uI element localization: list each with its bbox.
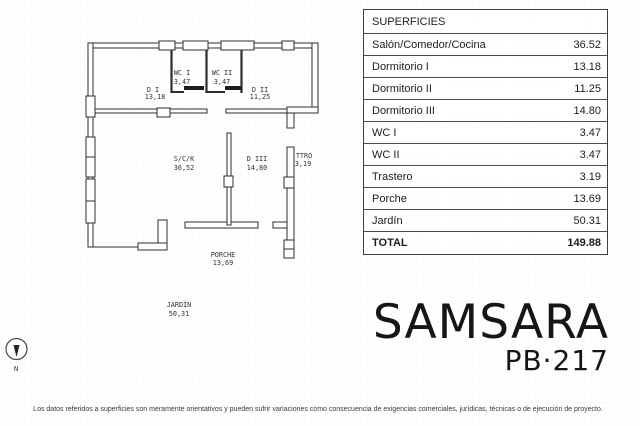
row-value: 36.52 <box>573 38 601 51</box>
wall-right-upper <box>311 42 319 114</box>
room-area-d3: 14,80 <box>247 164 267 172</box>
branding-block: SAMSARA PB·217 <box>373 299 609 375</box>
room-label-wc1: WC I <box>174 69 190 77</box>
wall-outline <box>87 42 319 259</box>
table-header-label: SUPERFICIES <box>372 15 446 28</box>
row-label: Jardín <box>372 214 403 227</box>
window-left-1 <box>85 95 96 118</box>
table-row: Porche 13.69 <box>364 187 607 209</box>
brand-model-code: PB·217 <box>504 344 609 377</box>
wall-sw-horizontal <box>137 242 168 251</box>
table-total-row: TOTAL 149.88 <box>364 231 607 254</box>
table-header-row: SUPERFICIES <box>364 10 607 33</box>
total-label: TOTAL <box>372 237 408 249</box>
table-row: Dormitorio III 14.80 <box>364 99 607 121</box>
room-area-wc1: 3,47 <box>174 78 190 86</box>
row-label: Salón/Comedor/Cocina <box>372 38 486 51</box>
row-value: 3.47 <box>579 148 601 161</box>
windows <box>85 40 295 259</box>
row-label: Trastero <box>372 170 413 183</box>
surfaces-table: SUPERFICIES Salón/Comedor/Cocina 36.52 D… <box>363 9 608 255</box>
room-area-jardin: 50,31 <box>169 310 189 318</box>
window-top-4 <box>281 40 295 51</box>
door-jamb-d2 <box>286 112 295 129</box>
window-top-1 <box>158 40 176 51</box>
row-value: 11.25 <box>574 82 601 95</box>
row-label: Dormitorio II <box>372 82 432 95</box>
wall-d1-south <box>92 108 208 114</box>
compass-north-label: N <box>14 365 18 373</box>
row-label: Porche <box>372 192 407 205</box>
table-row: Salón/Comedor/Cocina 36.52 <box>364 33 607 55</box>
table-row: WC I 3.47 <box>364 121 607 143</box>
room-label-porche: PORCHE <box>211 251 236 259</box>
wc-partitions <box>170 48 243 93</box>
room-area-porche: 13,69 <box>213 259 233 267</box>
table-row: Dormitorio II 11.25 <box>364 77 607 99</box>
room-label-d2: D II <box>252 86 268 94</box>
table-row: Dormitorio I 13.18 <box>364 55 607 77</box>
floor-plan: WC I 3,47 WC II 3,47 D I 13,18 D II 11,2… <box>5 40 319 373</box>
wall-porch-a <box>184 221 259 229</box>
room-area-ttro: 3,19 <box>295 160 311 168</box>
room-label-sck: S/C/K <box>174 155 195 163</box>
room-area-sck: 36,52 <box>174 164 194 172</box>
window-top-2 <box>182 40 209 51</box>
window-right-1 <box>283 176 295 189</box>
row-label: Dormitorio I <box>372 60 429 73</box>
wall-d2-south <box>225 108 288 114</box>
row-label: WC II <box>372 148 400 161</box>
room-labels: WC I 3,47 WC II 3,47 D I 13,18 D II 11,2… <box>145 69 312 318</box>
room-label-ttro: TTRO <box>296 152 312 160</box>
row-value: 3.47 <box>579 126 601 139</box>
row-label: Dormitorio III <box>372 104 435 117</box>
window-top-3 <box>220 40 255 51</box>
row-value: 3.19 <box>579 170 601 183</box>
room-label-d3: D III <box>247 155 267 163</box>
disclaimer-text: Los datos referidos a superficies son me… <box>33 406 603 413</box>
row-value: 14.80 <box>573 104 601 117</box>
table-row: Trastero 3.19 <box>364 165 607 187</box>
row-value: 13.69 <box>573 192 601 205</box>
table-row: Jardín 50.31 <box>364 209 607 231</box>
row-label: WC I <box>372 126 397 139</box>
total-value: 149.88 <box>567 237 601 249</box>
brand-name: SAMSARA <box>372 295 609 350</box>
row-value: 13.18 <box>573 60 601 73</box>
room-label-jardin: JARDÍN <box>167 300 192 309</box>
wall-porch-b <box>272 221 288 229</box>
row-value: 50.31 <box>573 214 601 227</box>
compass-icon: N <box>5 337 28 373</box>
door-d1 <box>156 107 171 118</box>
room-area-d2: 11,25 <box>250 93 270 101</box>
room-area-wc2: 3,47 <box>214 78 230 86</box>
room-area-d1: 13,18 <box>145 93 165 101</box>
door-d3 <box>223 175 234 188</box>
wall-right-jog <box>286 106 319 114</box>
table-row: WC II 3.47 <box>364 143 607 165</box>
room-label-d1: D I <box>147 86 159 94</box>
wc-door-lintels <box>184 86 241 90</box>
room-label-wc2: WC II <box>212 69 232 77</box>
